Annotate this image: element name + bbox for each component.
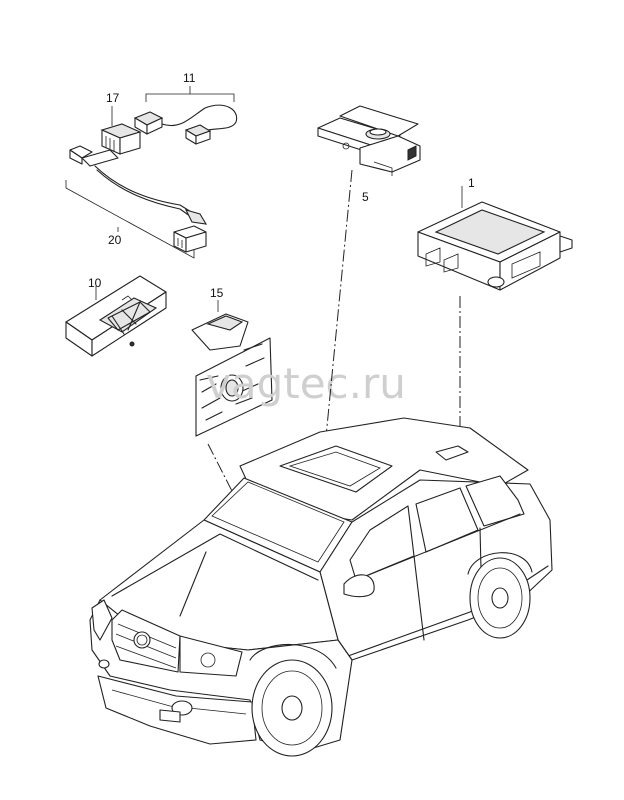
callout-1: 1 <box>468 176 475 190</box>
callout-17: 17 <box>106 91 120 105</box>
bracket-10-icon <box>65 275 167 357</box>
holder-15-icon <box>191 300 273 437</box>
callout-20: 20 <box>108 233 122 247</box>
harness-20-icon <box>65 145 208 259</box>
watermark-text: vagtec.ru <box>206 359 406 408</box>
control-unit-1-icon <box>417 186 573 291</box>
callout-15: 15 <box>210 286 224 300</box>
vehicle-suv-icon <box>89 417 553 757</box>
connector-17-icon <box>100 106 142 155</box>
sensor-5-icon <box>317 105 421 176</box>
callout-5: 5 <box>362 190 369 204</box>
callout-11: 11 <box>183 71 196 85</box>
callout-10: 10 <box>88 276 102 290</box>
wiring-11-icon <box>133 86 238 145</box>
